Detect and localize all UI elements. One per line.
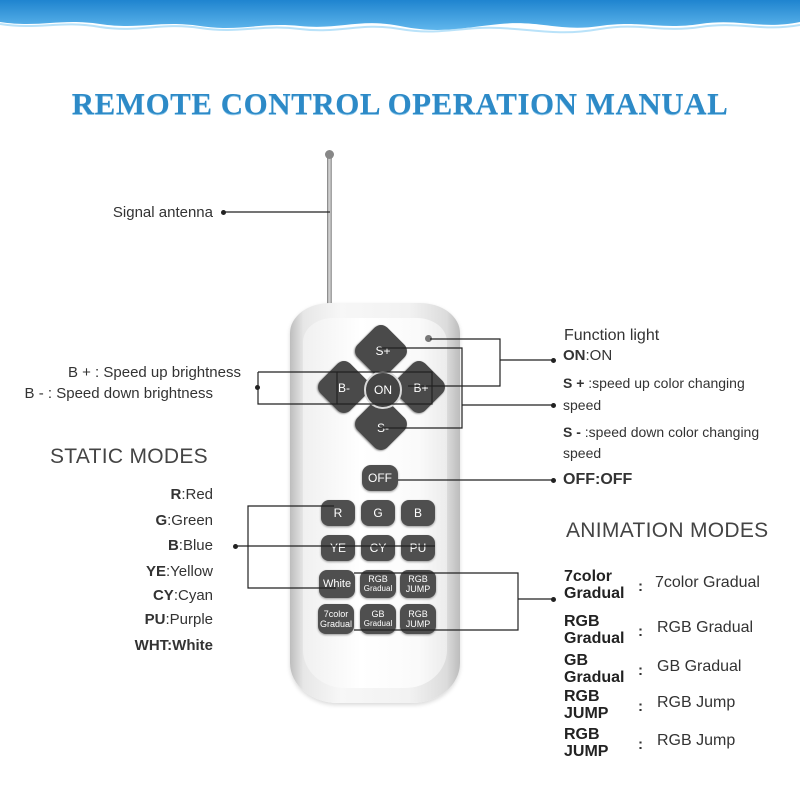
- b-minus-label: B-: [338, 381, 350, 395]
- animation-mode-key: RGB JUMP: [564, 726, 609, 760]
- static-mode-key: PU: [144, 611, 166, 628]
- rgb-jump-line2: JUMP: [405, 584, 431, 594]
- static-mode-item: B:Blue: [0, 537, 213, 554]
- static-mode-item: R:Red: [0, 486, 213, 503]
- static-dot: [233, 544, 238, 549]
- page-title: REMOTE CONTROL OPERATION MANUAL: [71, 86, 729, 121]
- s-plus-callout: S + :speed up color changing: [563, 375, 745, 391]
- rgb-jump-button[interactable]: RGB JUMP: [400, 570, 436, 598]
- r-button[interactable]: R: [321, 500, 355, 526]
- static-mode-value: :Blue: [178, 537, 213, 554]
- ye-button[interactable]: YE: [321, 535, 355, 561]
- b-plus-callout: B + : Speed up brightness: [67, 364, 241, 381]
- s-minus-callout: S - :speed down color changing: [563, 424, 759, 440]
- off-button[interactable]: OFF: [362, 465, 398, 491]
- animation-mode-colon: :: [638, 736, 643, 753]
- off-dot: [551, 478, 556, 483]
- 7color-line1: 7color: [323, 609, 349, 619]
- rgb-jump-line1: RGB: [408, 574, 428, 584]
- static-mode-item: WHT:White: [0, 637, 213, 654]
- rgb-gradual-line1: RGB: [368, 574, 388, 584]
- rgb-gradual-button[interactable]: RGB Gradual: [360, 570, 396, 598]
- static-modes-header: STATIC MODES: [50, 445, 208, 468]
- function-light-label: Function light: [564, 327, 660, 344]
- function-light-indicator: [425, 335, 432, 342]
- antenna-label: Signal antenna: [112, 204, 213, 221]
- static-mode-value: :Green: [167, 512, 213, 529]
- off-callout: OFF:OFF: [563, 471, 633, 488]
- gb-gradual-button[interactable]: GB Gradual: [360, 604, 396, 634]
- antenna-dot: [221, 210, 226, 215]
- b-minus-callout: B - : Speed down brightness: [24, 385, 213, 402]
- b-button[interactable]: B: [401, 500, 435, 526]
- s-minus-label: S-: [377, 421, 389, 435]
- static-mode-key: CY: [152, 587, 174, 604]
- pu-button[interactable]: PU: [401, 535, 435, 561]
- on-dot: [551, 358, 556, 363]
- animation-mode-colon: :: [638, 578, 643, 595]
- static-mode-item: PU:Purple: [0, 611, 213, 628]
- static-mode-key: R: [170, 486, 182, 503]
- 7color-line2: Gradual: [319, 619, 353, 629]
- animation-mode-value: RGB Jump: [657, 694, 736, 711]
- cy-button[interactable]: CY: [361, 535, 395, 561]
- static-mode-item: YE:Yellow: [0, 563, 213, 580]
- animation-mode-colon: :: [638, 662, 643, 679]
- g-button[interactable]: G: [361, 500, 395, 526]
- static-mode-key: YE: [146, 563, 167, 580]
- speed-dot: [551, 403, 556, 408]
- gb-gradual-line2: Gradual: [363, 619, 393, 628]
- s-plus-callout-val: :speed up color changing: [588, 375, 745, 391]
- animation-mode-key: RGB Gradual: [564, 613, 625, 647]
- 7color-gradual-button[interactable]: 7color Gradual: [318, 604, 354, 634]
- static-mode-key: G: [155, 512, 168, 529]
- s-minus-callout-cont: speed: [563, 445, 602, 461]
- rgb-jump-2-button[interactable]: RGB JUMP: [400, 604, 436, 634]
- static-mode-key: B: [167, 537, 179, 554]
- s-minus-callout-key: S -: [563, 424, 585, 440]
- brightness-dot: [255, 385, 260, 390]
- s-plus-label: S+: [375, 344, 391, 358]
- animation-modes-header: ANIMATION MODES: [566, 519, 769, 542]
- static-mode-value: :Purple: [165, 611, 213, 628]
- animation-mode-value: GB Gradual: [657, 658, 742, 675]
- rgb-gradual-line2: Gradual: [363, 584, 393, 593]
- on-callout: ON:ON: [563, 347, 612, 364]
- static-mode-key: WHT: [134, 637, 168, 654]
- white-button[interactable]: White: [319, 570, 355, 598]
- on-button[interactable]: ON: [364, 371, 402, 409]
- static-mode-item: G:Green: [0, 512, 213, 529]
- s-plus-callout-key: S +: [563, 375, 589, 391]
- animation-mode-colon: :: [638, 623, 643, 640]
- animation-dot: [551, 597, 556, 602]
- animation-mode-key: GB Gradual: [564, 652, 625, 686]
- s-minus-callout-val: :speed down color changing: [584, 424, 760, 440]
- static-mode-value: :Cyan: [173, 587, 213, 604]
- animation-mode-value: RGB Gradual: [657, 619, 754, 636]
- static-mode-value: :Red: [181, 486, 213, 503]
- gb-gradual-line1: GB: [371, 609, 385, 619]
- b-plus-label: B+: [413, 381, 429, 395]
- antenna-tip: [325, 150, 334, 159]
- animation-mode-value: RGB Jump: [657, 732, 736, 749]
- top-wave-banner: [0, 0, 800, 34]
- static-mode-value: :Yellow: [166, 563, 213, 580]
- animation-mode-key: RGB JUMP: [564, 688, 609, 722]
- static-mode-item: CY:Cyan: [0, 587, 213, 604]
- s-plus-callout-cont: speed: [563, 397, 602, 413]
- on-callout-val: :ON: [585, 347, 613, 364]
- animation-mode-value: 7color Gradual: [655, 574, 760, 591]
- signal-antenna: [327, 154, 332, 306]
- animation-mode-key: 7color Gradual: [564, 568, 625, 602]
- rgb-jump-2-line1: RGB: [408, 609, 428, 619]
- on-callout-key: ON: [563, 347, 586, 364]
- rgb-jump-2-line2: JUMP: [405, 619, 431, 629]
- animation-mode-colon: :: [638, 698, 643, 715]
- static-mode-value: :White: [167, 637, 213, 654]
